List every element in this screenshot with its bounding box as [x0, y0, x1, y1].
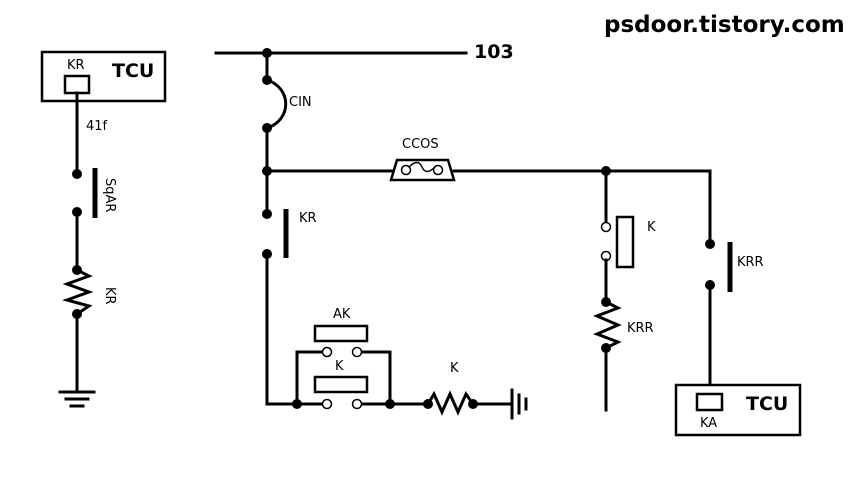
sqar-label: SqAR: [102, 178, 117, 212]
ccos-label: CCOS: [402, 137, 439, 152]
ak-contact: [313, 324, 369, 343]
main-branch: 103 CIN CCOS KR: [214, 41, 712, 420]
right-tcu-title: TCU: [746, 393, 788, 415]
krr-branch: KRR TCU KA: [674, 169, 802, 437]
ak-k-contacts: AK K: [295, 307, 392, 410]
kr-contact-label: KR: [299, 211, 317, 226]
k-krr-branch: K KRR: [593, 166, 656, 412]
watermark-text: psdoor.tistory.com: [604, 12, 845, 38]
ground-symbol-right: [510, 388, 528, 420]
left-tcu-terminal-label: KR: [67, 58, 85, 73]
k-contact: [313, 375, 369, 394]
k-contact-label: K: [335, 359, 344, 374]
k-coil-label: K: [647, 220, 656, 235]
krr-contact-label: KRR: [737, 255, 764, 270]
cin-contact: [265, 78, 288, 130]
ak-label: AK: [333, 307, 351, 322]
wire-41f-label: 41f: [86, 119, 108, 134]
right-tcu-terminal: [695, 392, 724, 412]
ground-symbol: [58, 390, 96, 408]
kr-resistor: [62, 267, 94, 317]
ccos-switch: [389, 158, 456, 182]
wire-103-label: 103: [474, 41, 514, 63]
left-branch: TCU KR 41f SqAR KR: [40, 50, 167, 408]
k-resistor-label: K: [450, 361, 459, 376]
kr-resistor-label: KR: [102, 287, 117, 305]
cin-label: CIN: [289, 95, 312, 110]
left-tcu-box: [40, 50, 167, 103]
k-resistor: [425, 390, 476, 416]
krr-resistor: [593, 299, 622, 351]
krr-resistor-label: KRR: [627, 321, 654, 336]
k-coil: [615, 215, 635, 269]
left-tcu-title: TCU: [112, 60, 154, 82]
right-tcu-terminal-label: KA: [700, 416, 717, 431]
left-tcu-terminal: [63, 74, 91, 95]
